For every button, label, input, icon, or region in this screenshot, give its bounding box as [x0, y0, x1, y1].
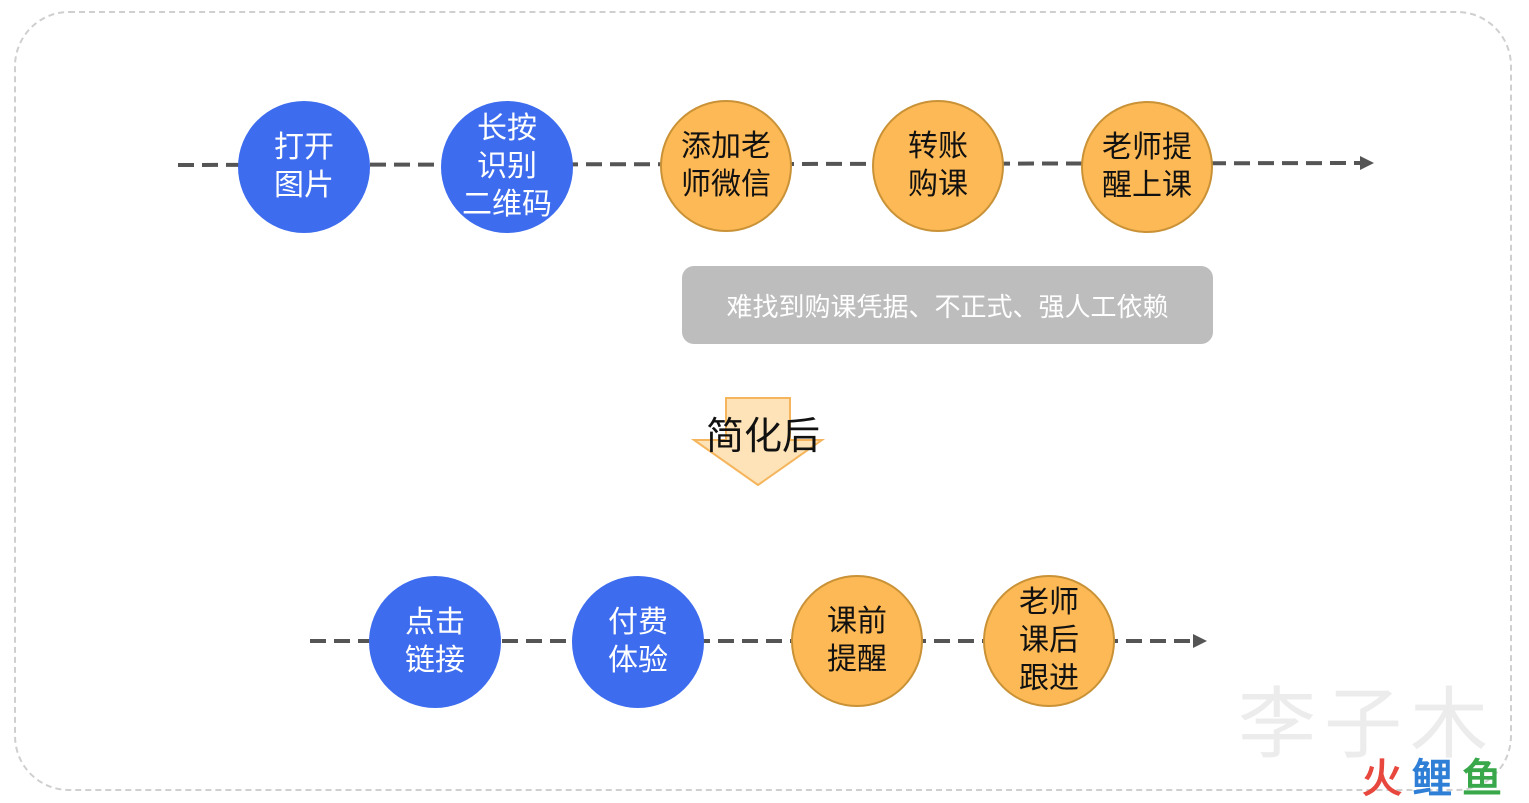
- step-label: 点击 链接: [405, 605, 465, 678]
- step-add-teacher-wechat: 添加老 师微信: [660, 100, 792, 232]
- flow-after-arrowhead: [1193, 634, 1207, 648]
- step-label: 付费 体验: [608, 605, 668, 678]
- step-click-link: 点击 链接: [369, 576, 501, 708]
- simplify-label: 简化后: [705, 414, 820, 458]
- step-transfer-buy: 转账 购课: [872, 100, 1004, 232]
- svg-text:火: 火: [1362, 756, 1402, 800]
- svg-text:鱼: 鱼: [1462, 756, 1502, 800]
- step-label: 课前 提醒: [827, 604, 887, 677]
- step-pre-class-reminder: 课前 提醒: [791, 575, 923, 707]
- step-scan-qr: 长按 识别 二维码: [441, 101, 573, 233]
- step-label: 老师提 醒上课: [1102, 130, 1192, 203]
- step-label: 长按 识别 二维码: [462, 111, 552, 222]
- step-teacher-reminder: 老师提 醒上课: [1081, 101, 1213, 233]
- flow-before-arrowhead: [1360, 156, 1374, 170]
- step-open-image: 打开 图片: [238, 101, 370, 233]
- step-pay-trial: 付费 体验: [572, 576, 704, 708]
- down-arrow-icon: [690, 397, 826, 487]
- svg-text:鲤: 鲤: [1412, 756, 1452, 800]
- step-label: 打开 图片: [274, 130, 334, 203]
- watermark-text: 李子木: [1238, 680, 1497, 770]
- diagram-frame: [14, 11, 1512, 791]
- watermark-brand-logo: 火 鲤 鱼: [1362, 756, 1502, 800]
- step-label: 添加老 师微信: [681, 129, 771, 202]
- step-teacher-followup: 老师 课后 跟进: [983, 575, 1115, 707]
- step-label: 老师 课后 跟进: [1019, 585, 1079, 696]
- step-label: 转账 购课: [908, 129, 968, 202]
- pain-point-box: 难找到购课凭据、不正式、强人工依赖: [682, 266, 1213, 344]
- pain-point-text: 难找到购课凭据、不正式、强人工依赖: [726, 292, 1169, 323]
